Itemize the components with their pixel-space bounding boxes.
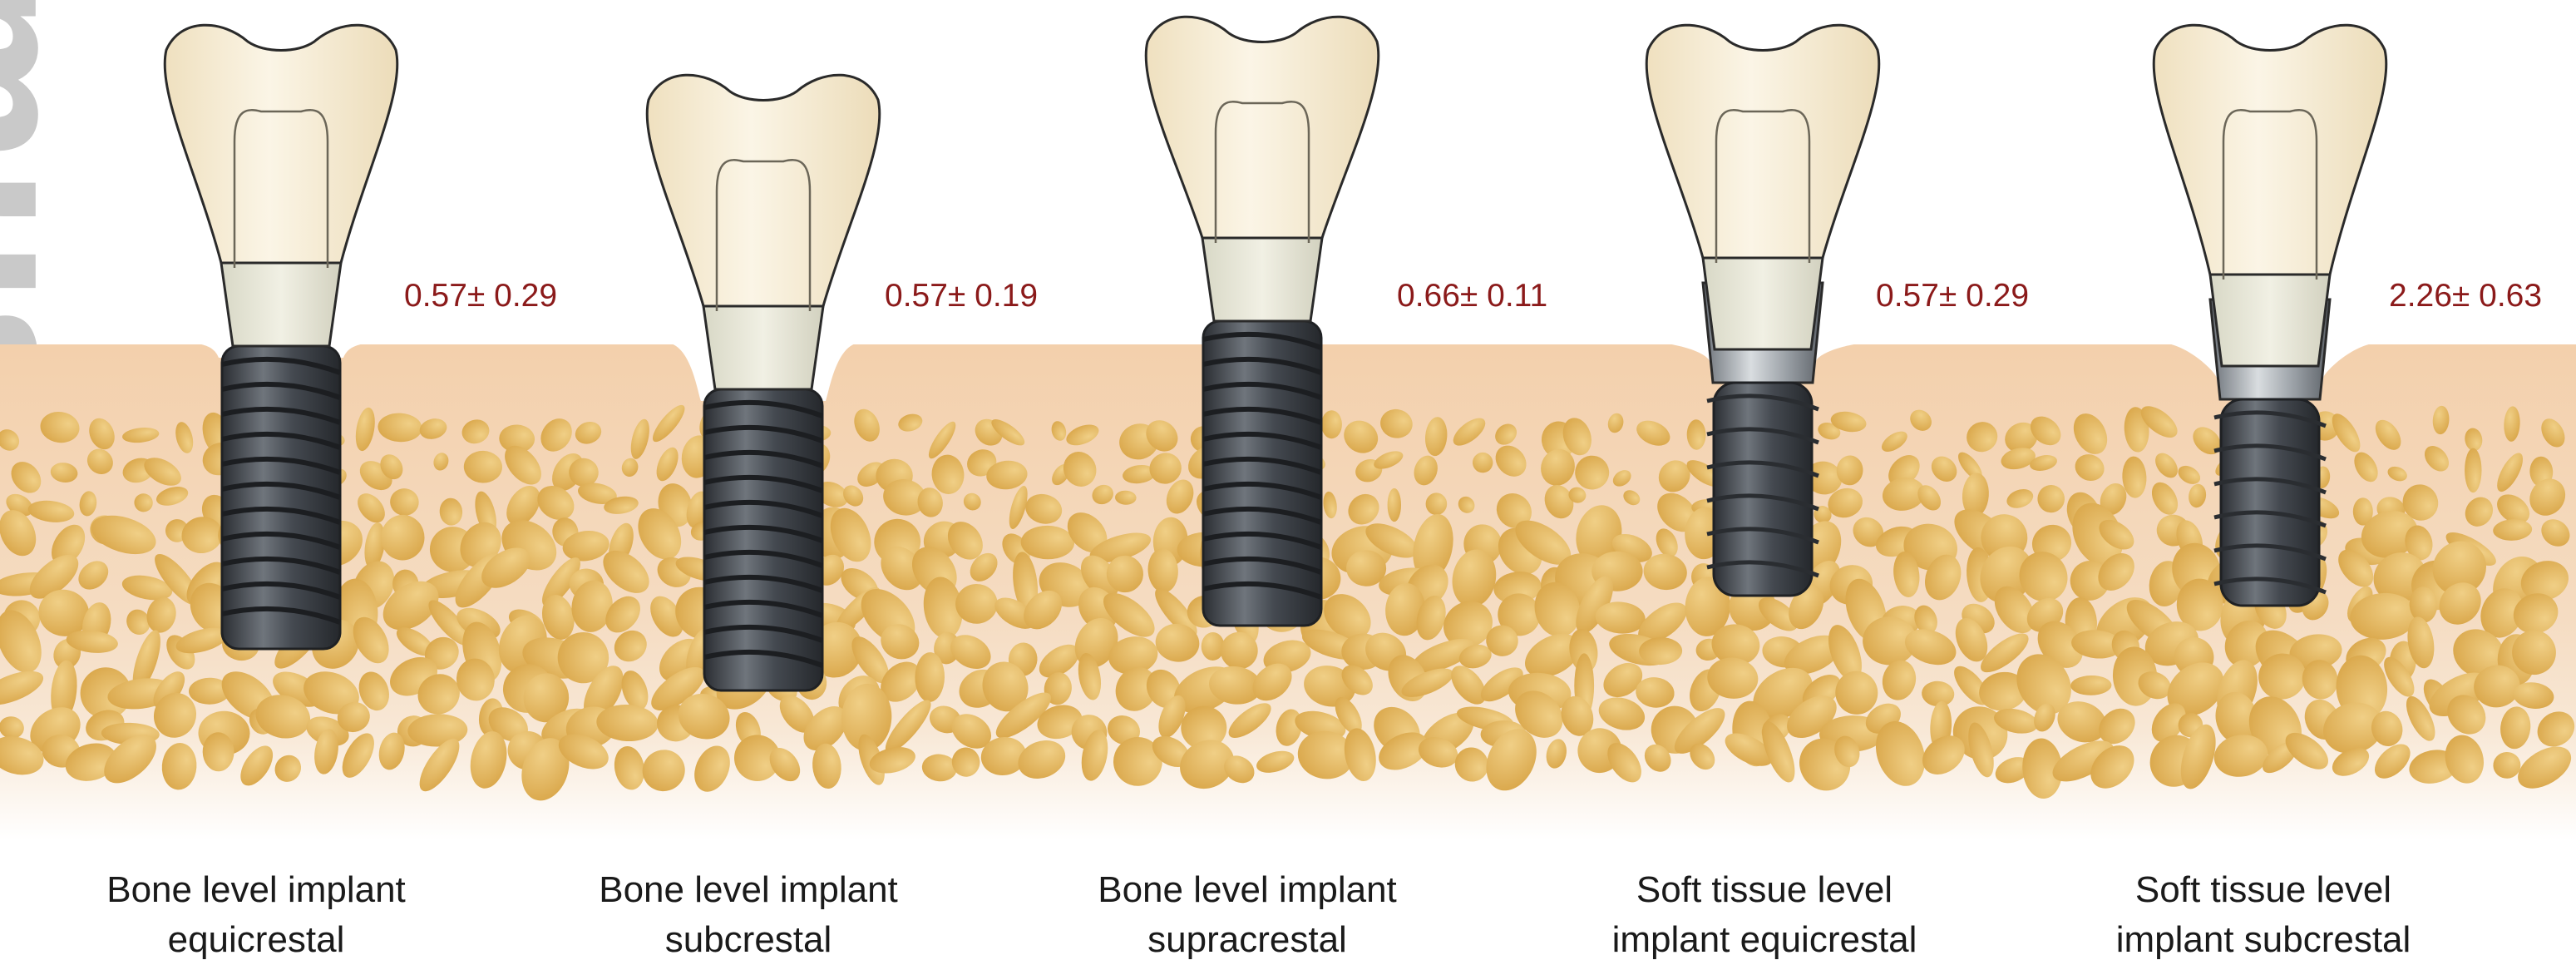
implant-label-5-line2: implant subcrestal [2047, 915, 2480, 965]
implant-label-1-line1: Bone level implant [40, 865, 472, 915]
bone-loss-value-1: 0.57± 0.29 [404, 278, 557, 314]
bone-loss-value-4: 0.57± 0.29 [1876, 278, 2029, 314]
crown-collar [1703, 258, 1823, 349]
implant-label-3: Bone level implant supracrestal [1031, 865, 1463, 965]
implant-label-1-line2: equicrestal [40, 915, 472, 965]
bone-cavity [2465, 448, 2481, 492]
implant-label-4: Soft tissue level implant equicrestal [1548, 865, 1981, 965]
crown-collar [703, 306, 823, 389]
crown [1646, 25, 1879, 258]
crown-collar [221, 263, 341, 346]
bone-loss-value-3: 0.66± 0.11 [1397, 278, 1547, 314]
implant-label-2: Bone level implant subcrestal [532, 865, 965, 965]
bone-loss-value-2: 0.57± 0.19 [885, 278, 1038, 314]
crown [647, 75, 880, 306]
implant-label-2-line2: subcrestal [532, 915, 965, 965]
crown-collar [1202, 238, 1322, 321]
implant-label-2-line1: Bone level implant [532, 865, 965, 915]
bone-cavity [1426, 492, 1448, 515]
implant-label-5: Soft tissue level implant subcrestal [2047, 865, 2480, 965]
implant-label-1: Bone level implant equicrestal [40, 865, 472, 965]
implant-label-5-line1: Soft tissue level [2047, 865, 2480, 915]
crown [1146, 17, 1379, 238]
implant-label-3-line1: Bone level implant [1031, 865, 1463, 915]
crown [165, 25, 397, 263]
bone-cavity [1321, 410, 1342, 438]
crown-collar [2210, 275, 2330, 366]
crown [2154, 25, 2386, 275]
bone-cavity [1388, 488, 1401, 522]
implant-body [2221, 399, 2319, 606]
bone-loss-value-5: 2.26± 0.63 [2389, 278, 2542, 314]
implant-label-4-line1: Soft tissue level [1548, 865, 1981, 915]
implant-label-3-line2: supracrestal [1031, 915, 1463, 965]
implant-label-4-line2: implant equicrestal [1548, 915, 1981, 965]
